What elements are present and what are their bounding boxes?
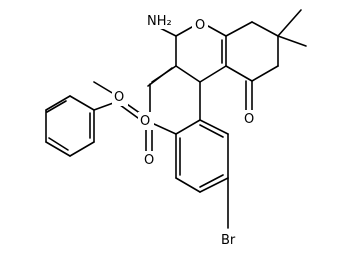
ring-oxygen-label: O <box>195 18 205 33</box>
bond <box>175 177 201 193</box>
benzyloxy-oxygen-label: O <box>140 114 150 129</box>
bond <box>225 65 253 82</box>
bond <box>69 95 95 111</box>
bond <box>48 137 69 151</box>
bond <box>69 141 95 157</box>
amino-label: NH₂ <box>147 14 172 29</box>
bond <box>199 65 227 83</box>
bond <box>153 123 177 135</box>
bond <box>207 25 227 37</box>
bond <box>199 177 229 193</box>
ester-carbonyl-oxygen-label: O <box>144 153 154 168</box>
ketone-oxygen-label: O <box>244 112 254 127</box>
bond <box>93 81 115 95</box>
bond <box>251 21 279 37</box>
bond <box>45 95 71 111</box>
bond <box>45 141 71 157</box>
ester-methoxy-oxygen-label: O <box>114 90 124 105</box>
bond <box>251 65 279 82</box>
bond <box>277 9 302 37</box>
atom-labels: NH₂ O O O O O Br <box>112 11 258 248</box>
bond <box>175 65 201 83</box>
bond <box>277 35 307 47</box>
bond <box>175 26 193 37</box>
bond <box>199 119 229 135</box>
bond <box>225 21 253 37</box>
bonds <box>45 9 307 229</box>
bromine-label: Br <box>221 233 236 248</box>
bond <box>151 65 177 83</box>
bond <box>46 100 67 113</box>
bond <box>199 124 224 138</box>
bond <box>175 119 201 135</box>
bond <box>159 27 177 37</box>
bond <box>199 174 224 188</box>
